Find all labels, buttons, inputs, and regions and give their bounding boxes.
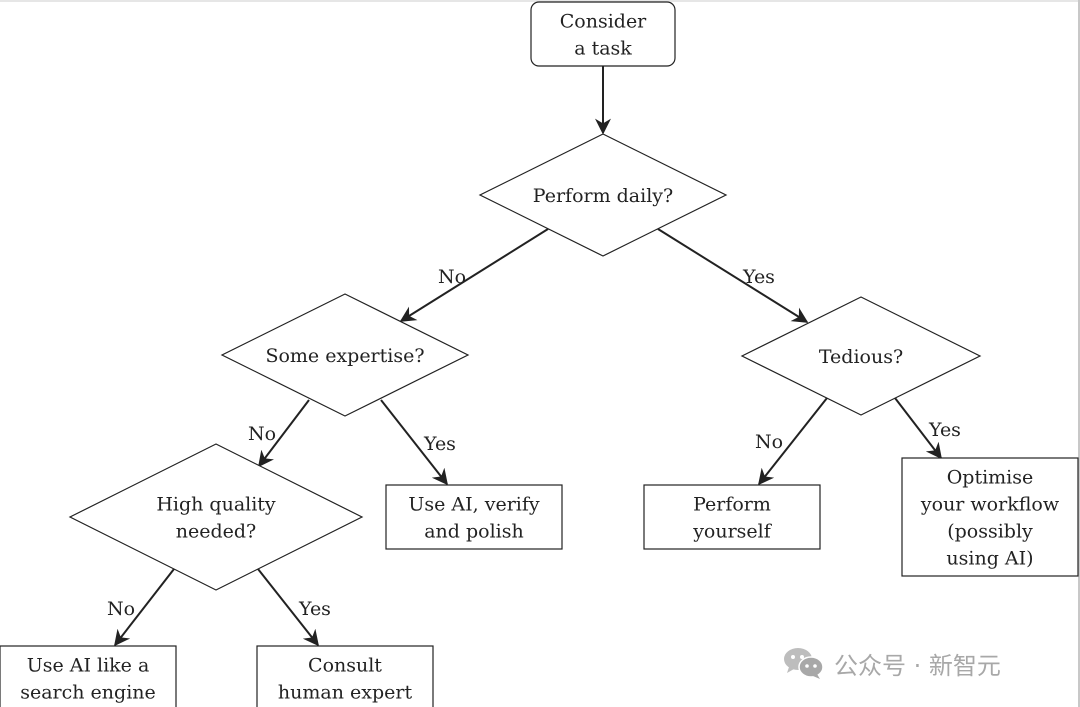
node-text: human expert	[278, 682, 413, 704]
decision-diamond	[220, 293, 470, 417]
node-optimise: Optimise your workflow (possibly using AI)	[901, 457, 1079, 577]
node-quality: High quality needed?	[68, 443, 364, 591]
node-text: Optimise	[947, 467, 1034, 489]
node-text: High quality	[156, 494, 276, 516]
node-search: Use AI like a search engine	[0, 645, 177, 707]
node-yourself: Perform yourself	[643, 484, 821, 550]
edge-label-no: No	[248, 423, 276, 445]
node-text: (possibly	[947, 521, 1033, 543]
outcome-box	[256, 645, 434, 707]
wechat-icon	[784, 648, 824, 679]
edge-daily-to-tedious	[657, 228, 809, 323]
node-text: Consult	[308, 655, 382, 677]
node-text: Use AI like a	[27, 655, 150, 677]
node-text: a task	[574, 38, 632, 60]
node-text: needed?	[176, 521, 256, 543]
edge-label-yes: Yes	[423, 433, 456, 455]
node-verify: Use AI, verify and polish	[385, 484, 563, 550]
edge-tedious-to-optimise	[894, 397, 942, 460]
node-text: Tedious?	[819, 346, 903, 368]
node-expert: Consult human expert	[256, 645, 434, 707]
right-border	[1078, 0, 1080, 707]
watermark-text: 公众号 · 新智元	[834, 651, 1001, 680]
edge-daily-to-expertise	[399, 228, 549, 322]
edge-label-no: No	[755, 431, 783, 453]
outcome-box	[0, 645, 177, 707]
outcome-box	[643, 484, 821, 550]
edge-expertise-to-verify	[380, 399, 448, 486]
edge-tedious-to-yourself	[758, 397, 828, 486]
node-daily: Perform daily?	[478, 133, 728, 257]
node-text: your workflow	[920, 494, 1060, 516]
node-text: search engine	[20, 682, 156, 704]
edge-label-yes: Yes	[928, 419, 961, 441]
edge-quality-to-search	[114, 568, 175, 647]
node-text: Consider	[560, 11, 647, 33]
node-start: Consider a task	[530, 1, 676, 67]
node-tedious: Tedious?	[740, 296, 982, 416]
outcome-box	[385, 484, 563, 550]
watermark: 公众号 · 新智元	[782, 645, 1001, 681]
node-text: and polish	[424, 521, 524, 543]
decision-diamond	[478, 133, 728, 257]
edge-expertise-to-quality	[258, 399, 310, 468]
node-text: Perform daily?	[533, 185, 673, 207]
edge-label-yes: Yes	[742, 266, 775, 288]
decision-diamond	[68, 443, 364, 591]
top-border	[0, 0, 1080, 2]
node-text: Perform	[693, 494, 771, 516]
node-text: Use AI, verify	[408, 494, 540, 516]
node-expertise: Some expertise?	[220, 293, 470, 417]
node-text: yourself	[692, 521, 773, 543]
edge-label-yes: Yes	[298, 598, 331, 620]
edge-label-no: No	[107, 598, 135, 620]
edge-quality-to-expert	[257, 568, 319, 647]
node-text: Some expertise?	[265, 345, 424, 367]
start-box	[530, 1, 676, 67]
outcome-box	[901, 457, 1079, 577]
edge-label-no: No	[438, 266, 466, 288]
decision-diamond	[740, 296, 982, 416]
node-text: using AI)	[946, 548, 1033, 570]
